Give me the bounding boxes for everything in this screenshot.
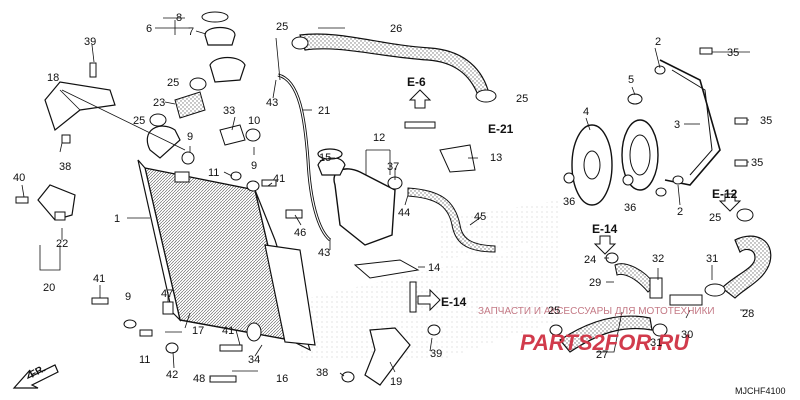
lower-hose-center bbox=[559, 315, 653, 353]
callout-47[interactable]: 47 bbox=[161, 288, 173, 300]
callout-25[interactable]: 25 bbox=[516, 93, 528, 105]
callout-35[interactable]: 35 bbox=[727, 47, 739, 59]
ref-e21[interactable]: E-21 bbox=[488, 122, 514, 136]
callout-46[interactable]: 46 bbox=[294, 227, 306, 239]
callout-40[interactable]: 40 bbox=[13, 172, 25, 184]
ref-arrows bbox=[408, 89, 742, 312]
callout-23[interactable]: 23 bbox=[153, 97, 165, 109]
callout-3[interactable]: 3 bbox=[674, 119, 680, 131]
upper-hose bbox=[299, 33, 489, 96]
callout-2[interactable]: 2 bbox=[677, 206, 683, 218]
callout-20[interactable]: 20 bbox=[43, 282, 55, 294]
callout-31[interactable]: 31 bbox=[706, 253, 718, 265]
ref-e14-right[interactable]: E-14 bbox=[592, 222, 618, 236]
radiator-cap bbox=[201, 11, 246, 83]
front-direction-arrow: FR. bbox=[12, 363, 59, 389]
callout-25[interactable]: 25 bbox=[548, 305, 560, 317]
callout-44[interactable]: 44 bbox=[398, 207, 410, 219]
callout-9[interactable]: 9 bbox=[187, 131, 193, 143]
callout-35[interactable]: 35 bbox=[760, 115, 772, 127]
callout-41[interactable]: 41 bbox=[222, 325, 234, 337]
callout-30[interactable]: 30 bbox=[681, 329, 693, 341]
watermark-text: ЗАПЧАСТИ И АКСЕССУАРЫ ДЛЯ МОТОТЕХНИКИ bbox=[478, 306, 715, 317]
callout-25[interactable]: 25 bbox=[709, 212, 721, 224]
diagram-code: MJCHF4100 bbox=[735, 386, 786, 396]
callout-45[interactable]: 45 bbox=[474, 211, 486, 223]
callout-35[interactable]: 35 bbox=[751, 157, 763, 169]
watermark: ЗАПЧАСТИ И АКСЕССУАРЫ ДЛЯ МОТОТЕХНИКИ PA… bbox=[478, 306, 715, 355]
callout-4[interactable]: 4 bbox=[583, 106, 589, 118]
callout-37[interactable]: 37 bbox=[387, 161, 399, 173]
siphon-tube bbox=[277, 73, 332, 242]
callout-15[interactable]: 15 bbox=[319, 152, 331, 164]
callout-11[interactable]: 11 bbox=[208, 167, 219, 179]
bolts bbox=[15, 36, 754, 383]
callout-6[interactable]: 6 bbox=[146, 23, 152, 35]
callout-7[interactable]: 7 bbox=[188, 26, 194, 38]
callout-41[interactable]: 41 bbox=[93, 273, 105, 285]
radiator bbox=[137, 125, 316, 352]
callout-24[interactable]: 24 bbox=[584, 254, 596, 266]
brackets bbox=[37, 81, 476, 386]
leader-lines bbox=[21, 17, 750, 379]
callout-19[interactable]: 19 bbox=[390, 376, 402, 388]
callout-36[interactable]: 36 bbox=[624, 202, 636, 214]
callout-21[interactable]: 21 bbox=[318, 105, 330, 117]
small-hose bbox=[407, 187, 496, 253]
callout-17[interactable]: 17 bbox=[192, 325, 204, 337]
ref-e12[interactable]: E-12 bbox=[712, 187, 738, 201]
callout-12[interactable]: 12 bbox=[373, 132, 385, 144]
callout-26[interactable]: 26 bbox=[390, 23, 402, 35]
callout-31[interactable]: 31 bbox=[650, 337, 662, 349]
callout-11[interactable]: 11 bbox=[139, 354, 150, 366]
callout-38[interactable]: 38 bbox=[59, 161, 71, 173]
callout-5[interactable]: 5 bbox=[628, 74, 634, 86]
callout-28[interactable]: 28 bbox=[742, 308, 754, 320]
callout-2[interactable]: 2 bbox=[655, 36, 661, 48]
callout-27[interactable]: 27 bbox=[596, 349, 608, 361]
reservoir-tank bbox=[317, 148, 396, 246]
callout-1[interactable]: 1 bbox=[114, 213, 120, 225]
callout-43[interactable]: 43 bbox=[318, 247, 330, 259]
hose-23 bbox=[174, 91, 206, 119]
callout-33[interactable]: 33 bbox=[223, 105, 235, 117]
callout-22[interactable]: 22 bbox=[56, 238, 68, 250]
callout-36[interactable]: 36 bbox=[563, 196, 575, 208]
callout-43[interactable]: 43 bbox=[266, 97, 278, 109]
callout-34[interactable]: 34 bbox=[248, 354, 260, 366]
callout-41[interactable]: 41 bbox=[273, 173, 285, 185]
callout-29[interactable]: 29 bbox=[589, 277, 601, 289]
callout-42[interactable]: 42 bbox=[166, 369, 178, 381]
callout-10[interactable]: 10 bbox=[248, 115, 260, 127]
callout-25[interactable]: 25 bbox=[133, 115, 145, 127]
callout-38[interactable]: 38 bbox=[316, 367, 328, 379]
ref-e14-center[interactable]: E-14 bbox=[441, 295, 467, 309]
ref-e6[interactable]: E-6 bbox=[407, 75, 426, 89]
fan-assembly bbox=[571, 59, 721, 206]
callout-32[interactable]: 32 bbox=[652, 253, 664, 265]
callout-25[interactable]: 25 bbox=[167, 77, 179, 89]
callout-13[interactable]: 13 bbox=[490, 152, 502, 164]
callout-48[interactable]: 48 bbox=[193, 373, 205, 385]
callout-39[interactable]: 39 bbox=[84, 36, 96, 48]
watermark-logo: PARTS2FOR.RU bbox=[520, 330, 690, 355]
callout-16[interactable]: 16 bbox=[276, 373, 288, 385]
callout-9[interactable]: 9 bbox=[251, 160, 257, 172]
callout-labels: 1 2 2 3 4 5 6 7 8 9 9 9 10 11 11 12 13 1… bbox=[13, 12, 772, 388]
reference-labels: E-6 E-21 E-12 E-14 E-14 bbox=[407, 75, 738, 309]
lower-hose-right bbox=[721, 235, 772, 299]
callout-18[interactable]: 18 bbox=[47, 72, 59, 84]
callout-9[interactable]: 9 bbox=[125, 291, 131, 303]
callout-39[interactable]: 39 bbox=[430, 348, 442, 360]
callout-14[interactable]: 14 bbox=[428, 262, 440, 274]
callout-8[interactable]: 8 bbox=[176, 12, 182, 24]
hose-29 bbox=[614, 263, 656, 293]
callout-25[interactable]: 25 bbox=[276, 21, 288, 33]
